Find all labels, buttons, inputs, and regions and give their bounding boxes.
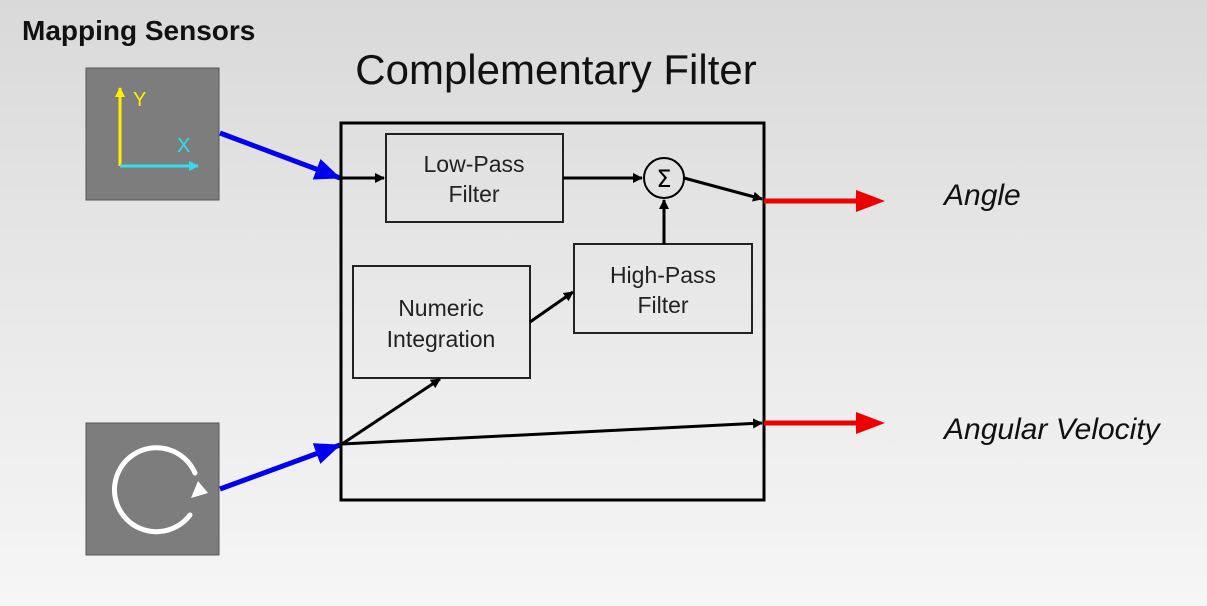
section-title: Mapping Sensors bbox=[22, 15, 255, 46]
high-pass-label-line2: Filter bbox=[637, 292, 688, 318]
high-pass-filter-block: High-Pass Filter bbox=[573, 243, 753, 334]
filter-box bbox=[339, 121, 766, 502]
xy-axes-icon: Y X bbox=[115, 87, 199, 171]
low-pass-label-line2: Filter bbox=[448, 181, 499, 207]
integration-label-line2: Integration bbox=[387, 326, 496, 352]
low-pass-filter-block: Low-Pass Filter bbox=[385, 133, 564, 223]
integration-to-high-pass-arrow bbox=[529, 290, 574, 324]
gyroscope-sensor bbox=[85, 422, 220, 556]
numeric-integration-block: Numeric Integration bbox=[352, 265, 531, 379]
summation-node: Σ bbox=[643, 157, 685, 199]
sum-symbol: Σ bbox=[656, 165, 671, 193]
y-axis-label: Y bbox=[133, 89, 146, 111]
angle-output-arrow bbox=[764, 190, 885, 212]
sum-to-output-arrow bbox=[683, 176, 763, 202]
gyroscope-input-arrow bbox=[219, 442, 341, 492]
diagram-title: Complementary Filter bbox=[355, 46, 756, 93]
gyro-to-integration-arrow bbox=[341, 377, 441, 446]
angular-velocity-output-label: Angular Velocity bbox=[942, 413, 1162, 446]
rotation-icon bbox=[112, 445, 208, 535]
accelerometer-sensor: Y X bbox=[85, 67, 220, 201]
accelerometer-input-arrow bbox=[219, 130, 341, 181]
gyro-to-output-arrow bbox=[341, 418, 763, 446]
x-axis-label: X bbox=[177, 135, 190, 157]
angular-velocity-output-arrow bbox=[764, 412, 885, 434]
low-pass-label-line1: Low-Pass bbox=[424, 151, 525, 177]
high-pass-label-line1: High-Pass bbox=[610, 262, 716, 288]
angle-output-label: Angle bbox=[942, 179, 1021, 212]
integration-label-line1: Numeric bbox=[398, 295, 484, 321]
accelerometer-box bbox=[85, 67, 220, 201]
